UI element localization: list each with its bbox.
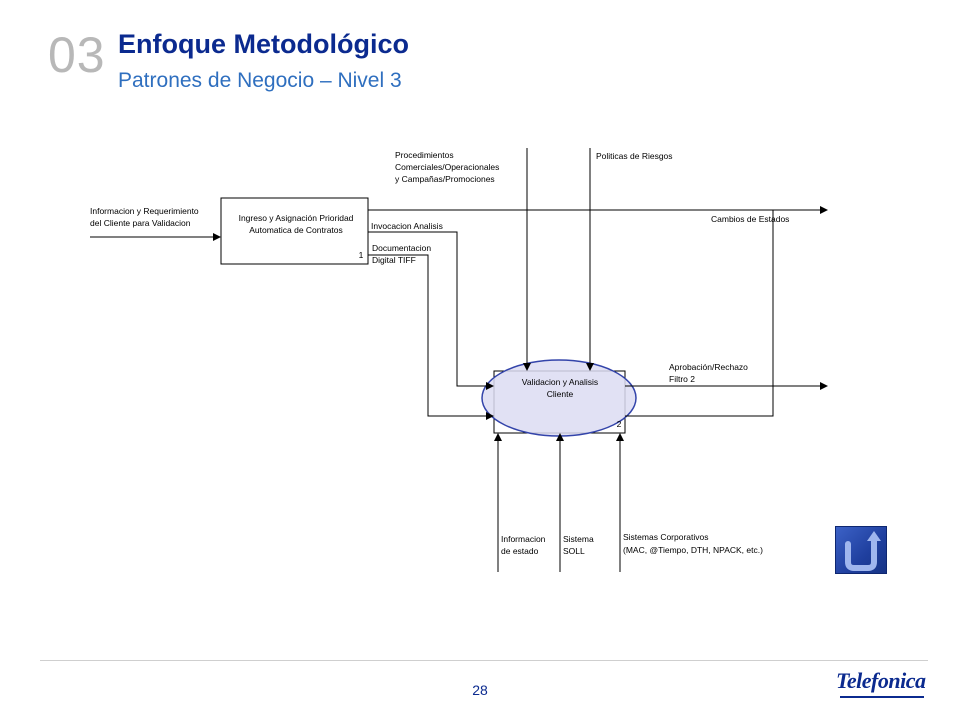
sistemas-corp-label-line-2: (MAC, @Tiempo, DTH, NPACK, etc.) [623, 545, 763, 555]
procedimientos-label-line-2: Comerciales/Operacionales [395, 162, 499, 172]
aprobacion-label-line-1: Aprobación/Rechazo [669, 362, 748, 372]
invocacion-label: Invocacion Analisis [371, 221, 443, 231]
documentacion-label-line-2: Digital TIFF [372, 255, 416, 265]
telefonica-logo: Telefonica [836, 668, 926, 693]
info-estado-label-line-2: de estado [501, 546, 539, 556]
invocacion-arrow [368, 231, 494, 390]
box2-feedback-line [625, 210, 774, 417]
process-box-2-number: 2 [617, 419, 622, 429]
documentacion-arrow [368, 254, 494, 420]
procedimientos-label-line-1: Procedimientos [395, 150, 454, 160]
sistema-soll-label-line-1: Sistema [563, 534, 594, 544]
process-box-1-label-line-1: Ingreso y Asignación Prioridad [239, 213, 354, 223]
process-box-2-label-line-2: Cliente [547, 389, 574, 399]
input-label-line-1: Informacion y Requerimiento [90, 206, 199, 216]
footer-divider [40, 660, 928, 661]
procedimientos-label-line-3: y Campañas/Promociones [395, 174, 495, 184]
return-button[interactable] [835, 526, 887, 574]
return-arrow-icon [845, 531, 881, 571]
process-box-1[interactable] [220, 197, 369, 265]
logo-underline [840, 696, 924, 698]
page-subtitle: Patrones de Negocio – Nivel 3 [118, 69, 402, 92]
page-title: Enfoque Metodológico [118, 29, 409, 59]
page-number: 28 [472, 682, 488, 698]
process-box-1-label-line-2: Automatica de Contratos [249, 225, 343, 235]
section-number: 03 [48, 27, 106, 83]
sistemas-corp-label-line-1: Sistemas Corporativos [623, 532, 709, 542]
documentacion-label-line-1: Documentacion [372, 243, 431, 253]
politicas-label: Politicas de Riesgos [596, 151, 673, 161]
process-box-2-label-line-1: Validacion y Analisis [522, 377, 598, 387]
sistema-soll-label-line-2: SOLL [563, 546, 585, 556]
input-label-line-2: del Cliente para Validacion [90, 218, 191, 228]
process-box-1-number: 1 [359, 250, 364, 260]
cambios-label: Cambios de Estados [711, 214, 789, 224]
aprobacion-label-line-2: Filtro 2 [669, 374, 695, 384]
info-estado-label-line-1: Informacion [501, 534, 546, 544]
